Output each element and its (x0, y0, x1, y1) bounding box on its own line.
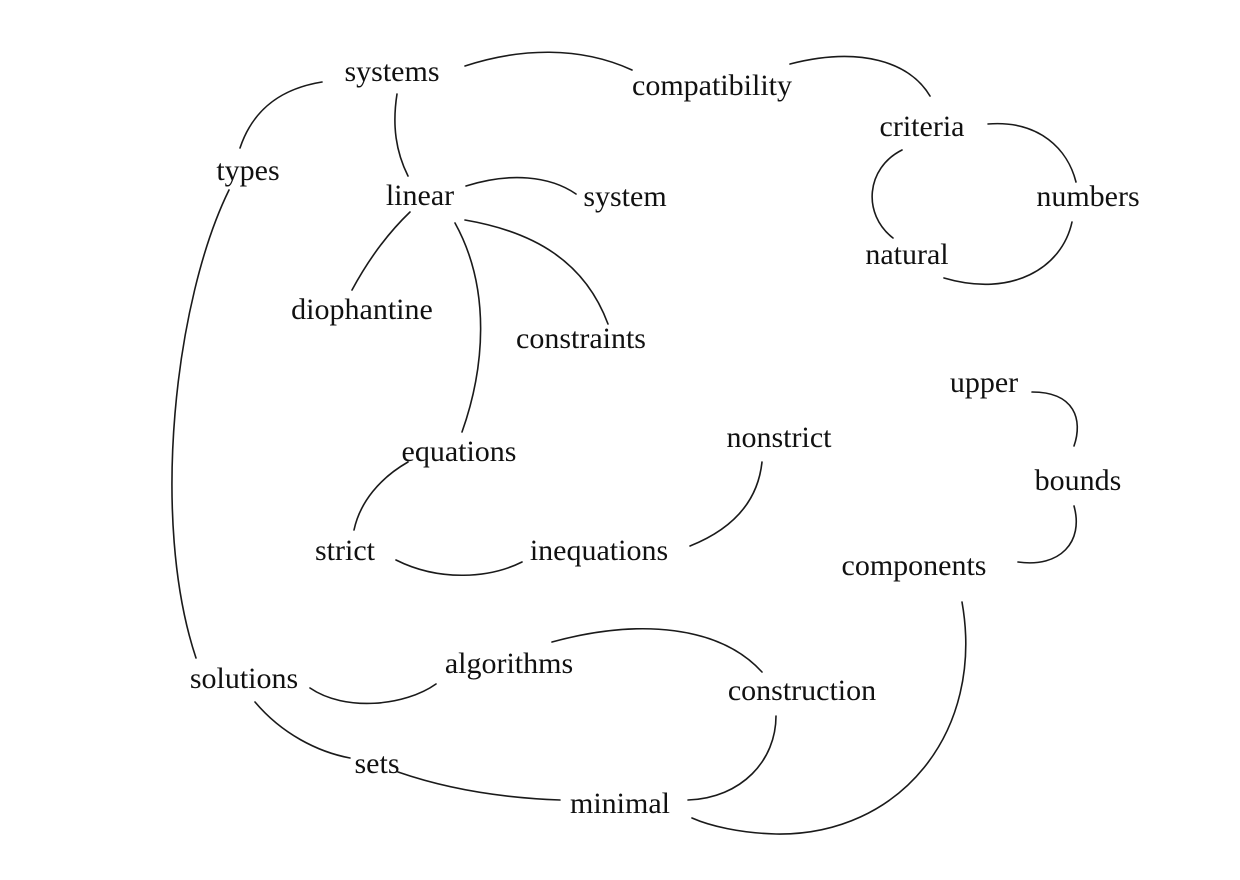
link-components-minimal (691, 601, 967, 835)
term-upper: upper (949, 366, 1019, 399)
term-minimal: minimal (570, 787, 670, 820)
link-criteria-numbers (987, 122, 1077, 183)
link-bounds-components (1017, 505, 1077, 564)
link-upper-bounds (1031, 391, 1079, 447)
link-sets-minimal (397, 771, 561, 801)
link-equations-strict (353, 461, 409, 531)
link-natural-criteria (871, 149, 903, 239)
term-construction: construction (727, 674, 877, 707)
link-systems-compatibility (464, 51, 633, 71)
link-algorithms-construction (551, 628, 763, 673)
link-strict-inequations (395, 559, 523, 577)
term-nonstrict: nonstrict (726, 421, 832, 454)
term-algorithms: algorithms (444, 647, 574, 680)
term-components: components (841, 549, 987, 582)
term-types: types (216, 154, 280, 187)
term-constraints: constraints (516, 322, 646, 355)
link-linear-diophantine (351, 211, 411, 291)
term-strict: strict (315, 534, 375, 567)
term-natural: natural (865, 238, 949, 271)
link-types-solutions (171, 189, 230, 659)
term-systems: systems (344, 55, 440, 88)
term-solutions: solutions (189, 662, 299, 695)
link-linear-equations (454, 222, 482, 433)
link-systems-types (239, 81, 323, 149)
term-equations: equations (401, 435, 517, 468)
link-solutions-sets (254, 701, 351, 759)
term-sets: sets (354, 747, 400, 780)
link-compatibility-criteria (789, 55, 931, 97)
term-system: system (583, 180, 667, 213)
link-construction-minimal (687, 715, 777, 801)
link-linear-system (465, 176, 577, 195)
link-inequations-nonstrict (689, 461, 763, 547)
term-compatibility: compatibility (632, 69, 792, 102)
link-systems-linear (394, 93, 409, 177)
link-numbers-natural (943, 221, 1073, 286)
link-solutions-algorithms (309, 683, 437, 705)
term-inequations: inequations (529, 534, 669, 567)
term-criteria: criteria (879, 110, 965, 143)
term-bounds: bounds (1034, 464, 1122, 497)
term-linear: linear (385, 179, 455, 212)
term-numbers: numbers (1036, 180, 1140, 213)
link-linear-constraints (464, 219, 609, 325)
term-diophantine: diophantine (291, 293, 433, 326)
